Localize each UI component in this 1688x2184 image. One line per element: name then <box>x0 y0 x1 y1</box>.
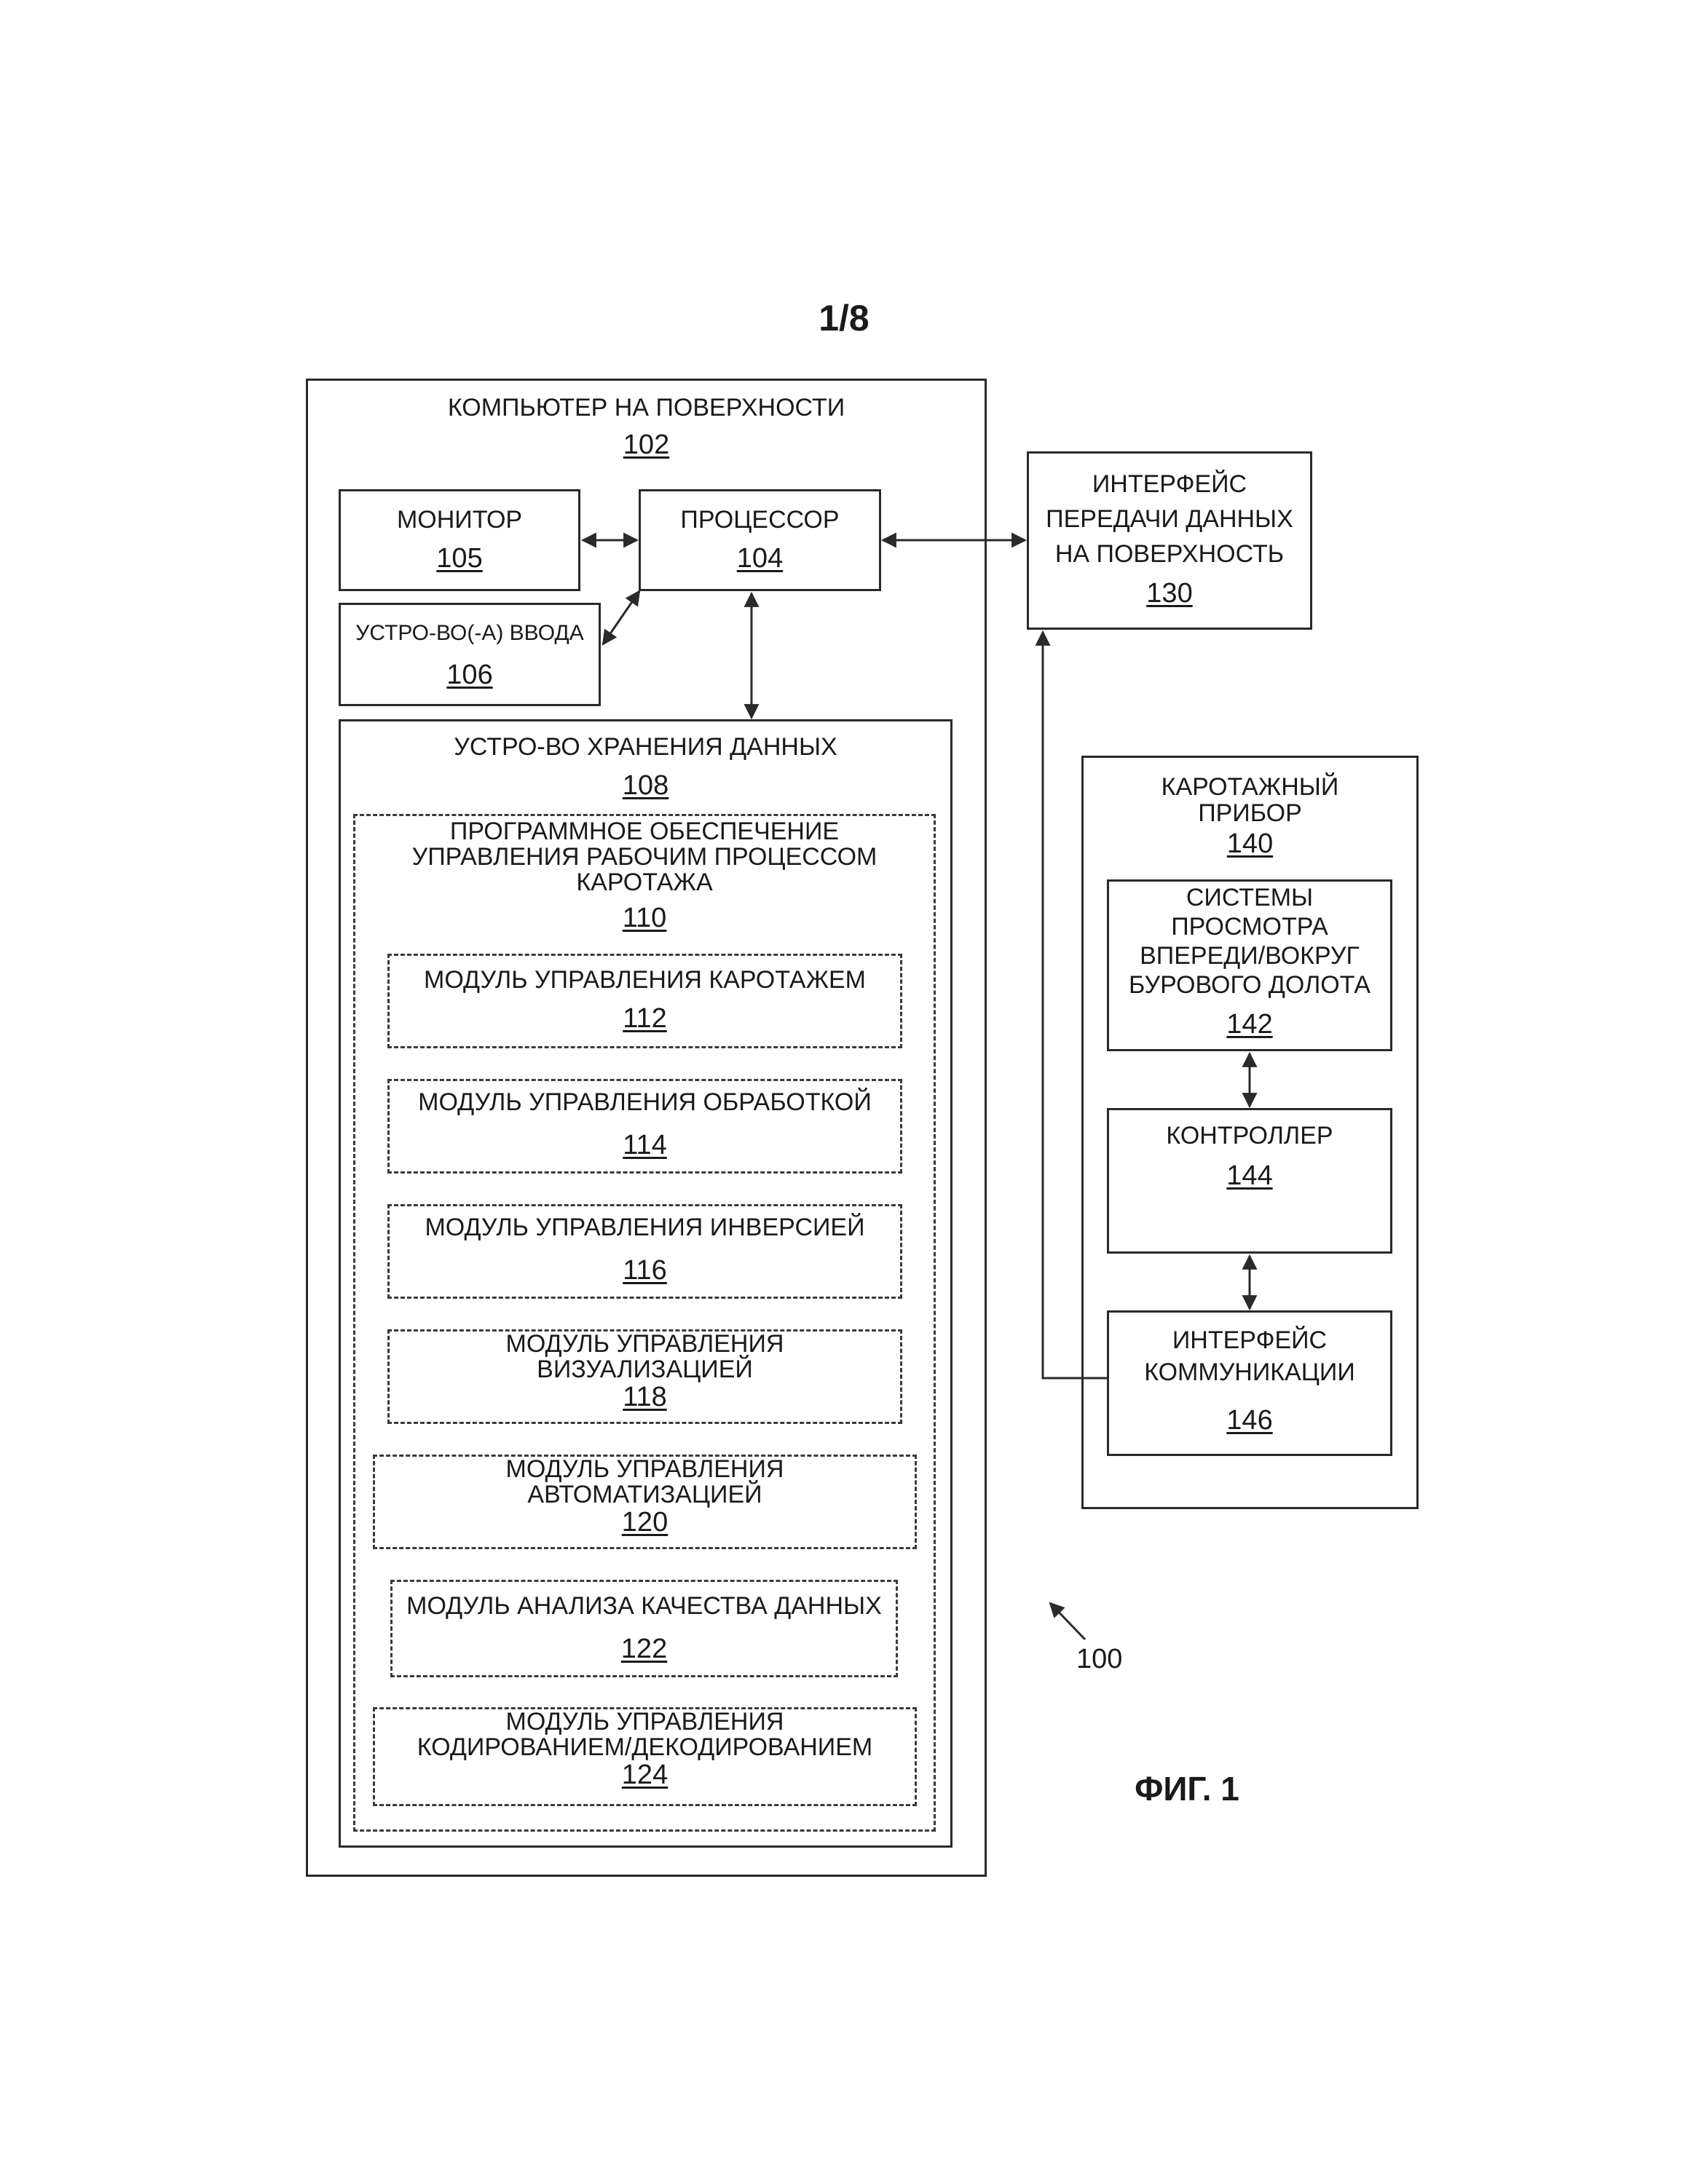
module-encoding-title: МОДУЛЬ УПРАВЛЕНИЯ КОДИРОВАНИЕМ/ДЕКОДИРОВ… <box>417 1708 873 1761</box>
module-encoding-box: МОДУЛЬ УПРАВЛЕНИЯ КОДИРОВАНИЕМ/ДЕКОДИРОВ… <box>373 1707 917 1806</box>
module-processing-ref: 114 <box>623 1130 667 1160</box>
surface-computer-title: КОМПЬЮТЕР НА ПОВЕРХНОСТИ <box>447 394 845 422</box>
software-ref: 110 <box>622 903 667 933</box>
processor-box: ПРОЦЕССОР 104 <box>639 489 881 591</box>
arrow-system-ref <box>1049 1602 1086 1641</box>
logging-tool-title: КАРОТАЖНЫЙ ПРИБОР <box>1161 773 1339 827</box>
look-ahead-box: СИСТЕМЫ ПРОСМОТРА ВПЕРЕДИ/ВОКРУГ БУРОВОГ… <box>1107 879 1392 1051</box>
input-devices-ref: 106 <box>446 660 493 690</box>
module-logging-ref: 112 <box>623 1003 667 1034</box>
module-automation-box: МОДУЛЬ УПРАВЛЕНИЯ АВТОМАТИЗАЦИЕЙ 120 <box>373 1455 917 1549</box>
module-quality-box: МОДУЛЬ АНАЛИЗА КАЧЕСТВА ДАННЫХ 122 <box>390 1580 898 1677</box>
module-logging-title: МОДУЛЬ УПРАВЛЕНИЯ КАРОТАЖЕМ <box>424 966 866 994</box>
module-automation-title: МОДУЛЬ УПРАВЛЕНИЯ АВТОМАТИЗАЦИЕЙ <box>505 1455 784 1508</box>
look-ahead-title: СИСТЕМЫ ПРОСМОТРА ВПЕРЕДИ/ВОКРУГ БУРОВОГ… <box>1128 884 1371 999</box>
storage-title: УСТРО-ВО ХРАНЕНИЯ ДАННЫХ <box>454 733 837 761</box>
surface-computer-ref: 102 <box>623 430 670 460</box>
module-visualization-title: МОДУЛЬ УПРАВЛЕНИЯ ВИЗУАЛИЗАЦИЕЙ <box>505 1330 784 1383</box>
comm-interface-ref: 146 <box>1226 1405 1273 1436</box>
module-inversion-title: МОДУЛЬ УПРАВЛЕНИЯ ИНВЕРСИЕЙ <box>425 1214 865 1241</box>
surface-interface-box: ИНТЕРФЕЙС ПЕРЕДАЧИ ДАННЫХ НА ПОВЕРХНОСТЬ… <box>1027 451 1312 630</box>
logging-tool-ref: 140 <box>1226 828 1274 859</box>
input-devices-title: УСТРО-ВО(-А) ВВОДА <box>355 621 584 645</box>
module-quality-ref: 122 <box>620 1634 668 1664</box>
look-ahead-ref: 142 <box>1226 1009 1273 1040</box>
processor-title: ПРОЦЕССОР <box>680 506 840 534</box>
module-logging-box: МОДУЛЬ УПРАВЛЕНИЯ КАРОТАЖЕМ 112 <box>387 954 902 1048</box>
module-encoding-ref: 124 <box>621 1760 669 1790</box>
comm-interface-box: ИНТЕРФЕЙС КОММУНИКАЦИИ 146 <box>1107 1310 1392 1456</box>
module-processing-title: МОДУЛЬ УПРАВЛЕНИЯ ОБРАБОТКОЙ <box>418 1088 872 1116</box>
storage-ref: 108 <box>622 770 669 801</box>
input-devices-box: УСТРО-ВО(-А) ВВОДА 106 <box>339 603 601 706</box>
controller-box: КОНТРОЛЛЕР 144 <box>1107 1108 1392 1254</box>
module-processing-box: МОДУЛЬ УПРАВЛЕНИЯ ОБРАБОТКОЙ 114 <box>387 1079 902 1174</box>
module-visualization-box: МОДУЛЬ УПРАВЛЕНИЯ ВИЗУАЛИЗАЦИЕЙ 118 <box>387 1329 902 1424</box>
module-visualization-ref: 118 <box>623 1382 667 1412</box>
module-inversion-ref: 116 <box>623 1255 667 1286</box>
module-inversion-box: МОДУЛЬ УПРАВЛЕНИЯ ИНВЕРСИЕЙ 116 <box>387 1204 902 1299</box>
monitor-box: МОНИТОР 105 <box>339 489 580 591</box>
surface-interface-ref: 130 <box>1146 578 1193 609</box>
comm-interface-title: ИНТЕРФЕЙС КОММУНИКАЦИИ <box>1144 1326 1355 1386</box>
controller-title: КОНТРОЛЛЕР <box>1166 1122 1333 1150</box>
page-number: 1/8 <box>819 298 869 339</box>
controller-ref: 144 <box>1226 1160 1273 1191</box>
software-title: ПРОГРАММНОЕ ОБЕСПЕЧЕНИЕ УПРАВЛЕНИЯ РАБОЧ… <box>411 818 877 896</box>
figure-label: ФИГ. 1 <box>1135 1770 1239 1808</box>
surface-interface-title: ИНТЕРФЕЙС ПЕРЕДАЧИ ДАННЫХ НА ПОВЕРХНОСТЬ <box>1046 470 1293 568</box>
module-automation-ref: 120 <box>621 1507 669 1538</box>
monitor-title: МОНИТОР <box>396 506 523 534</box>
module-quality-title: МОДУЛЬ АНАЛИЗА КАЧЕСТВА ДАННЫХ <box>406 1592 882 1620</box>
processor-ref: 104 <box>736 543 784 574</box>
monitor-ref: 105 <box>436 543 483 574</box>
system-ref-label: 100 <box>1076 1644 1123 1674</box>
